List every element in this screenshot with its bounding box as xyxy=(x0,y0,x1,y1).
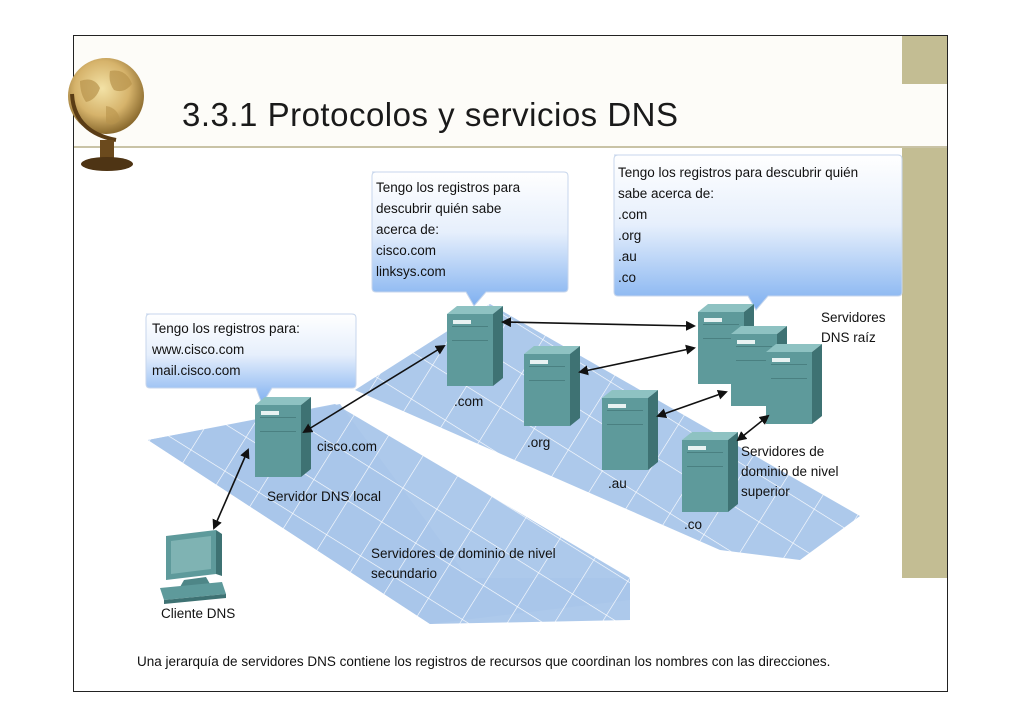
co-label: .co xyxy=(684,517,703,532)
arrow-org-root xyxy=(578,344,696,376)
arrow-client-local xyxy=(212,448,250,530)
bubble-secondary-line: linksys.com xyxy=(376,264,446,279)
tld-servers-label: Servidores de dominio de nivel superior xyxy=(741,442,839,502)
com-label: .com xyxy=(454,394,484,409)
accent-bar-top xyxy=(902,36,947,84)
secondary-servers-label-line: Servidores de dominio de nivel xyxy=(371,546,556,561)
slide-caption: Una jerarquía de servidores DNS contiene… xyxy=(137,654,831,669)
globe-icon xyxy=(68,58,144,171)
org-server xyxy=(524,346,580,426)
secondary-servers-label-line: secundario xyxy=(371,566,438,581)
bubble-secondary-line: descubrir quién sabe xyxy=(376,201,502,216)
au-server xyxy=(602,390,658,470)
bubble-secondary-text: Tengo los registros para descubrir quién… xyxy=(376,177,520,282)
bubble-root-line: .com xyxy=(618,207,648,222)
tld-servers-label-line: superior xyxy=(741,484,790,499)
local-dns-server xyxy=(255,397,311,477)
bubble-local-line: mail.cisco.com xyxy=(152,363,241,378)
bubble-local-text: Tengo los registros para: www.cisco.com … xyxy=(152,318,300,381)
bubble-local-line: Tengo los registros para: xyxy=(152,321,300,336)
local-server-label: Servidor DNS local xyxy=(267,489,382,504)
bubble-secondary-line: acerca de: xyxy=(376,222,440,237)
title-band xyxy=(74,36,947,148)
org-label: .org xyxy=(527,435,551,450)
arrow-co-root xyxy=(736,414,770,442)
bubble-root-line: Tengo los registros para descubrir quién xyxy=(618,165,859,180)
bubble-root xyxy=(613,154,903,311)
title-rule xyxy=(74,146,947,148)
accent-bar-side xyxy=(902,148,947,578)
arrow-au-root xyxy=(656,389,728,419)
bubble-root-line: .org xyxy=(618,228,642,243)
root-servers-label: Servidores DNS raíz xyxy=(821,308,886,348)
bubble-root-text: Tengo los registros para descubrir quién… xyxy=(618,162,858,288)
bubble-secondary-line: Tengo los registros para xyxy=(376,180,521,195)
arrow-local-com xyxy=(302,344,446,434)
root-servers-label-line: Servidores xyxy=(821,310,886,325)
au-label: .au xyxy=(608,476,627,491)
tld-servers-label-line: dominio de nivel xyxy=(741,464,839,479)
bubble-root-line: sabe acerca de: xyxy=(618,186,715,201)
root-servers-label-line: DNS raíz xyxy=(821,330,876,345)
slide-title: 3.3.1 Protocolos y servicios DNS xyxy=(182,96,679,133)
client-label: Cliente DNS xyxy=(161,606,236,621)
secondary-servers-label: Servidores de dominio de nivel secundari… xyxy=(371,544,556,584)
root-server-3 xyxy=(766,344,822,424)
co-server xyxy=(682,432,738,512)
bubble-root-line: .au xyxy=(618,249,637,264)
tld-servers-label-line: Servidores de xyxy=(741,444,825,459)
cisco-label: cisco.com xyxy=(317,439,378,454)
arrow-com-root xyxy=(501,317,696,331)
bubble-local-line: www.cisco.com xyxy=(152,342,245,357)
com-server xyxy=(447,306,503,386)
bubble-secondary-line: cisco.com xyxy=(376,243,437,258)
bubble-root-line: .co xyxy=(618,270,637,285)
dns-client-icon xyxy=(160,530,226,604)
